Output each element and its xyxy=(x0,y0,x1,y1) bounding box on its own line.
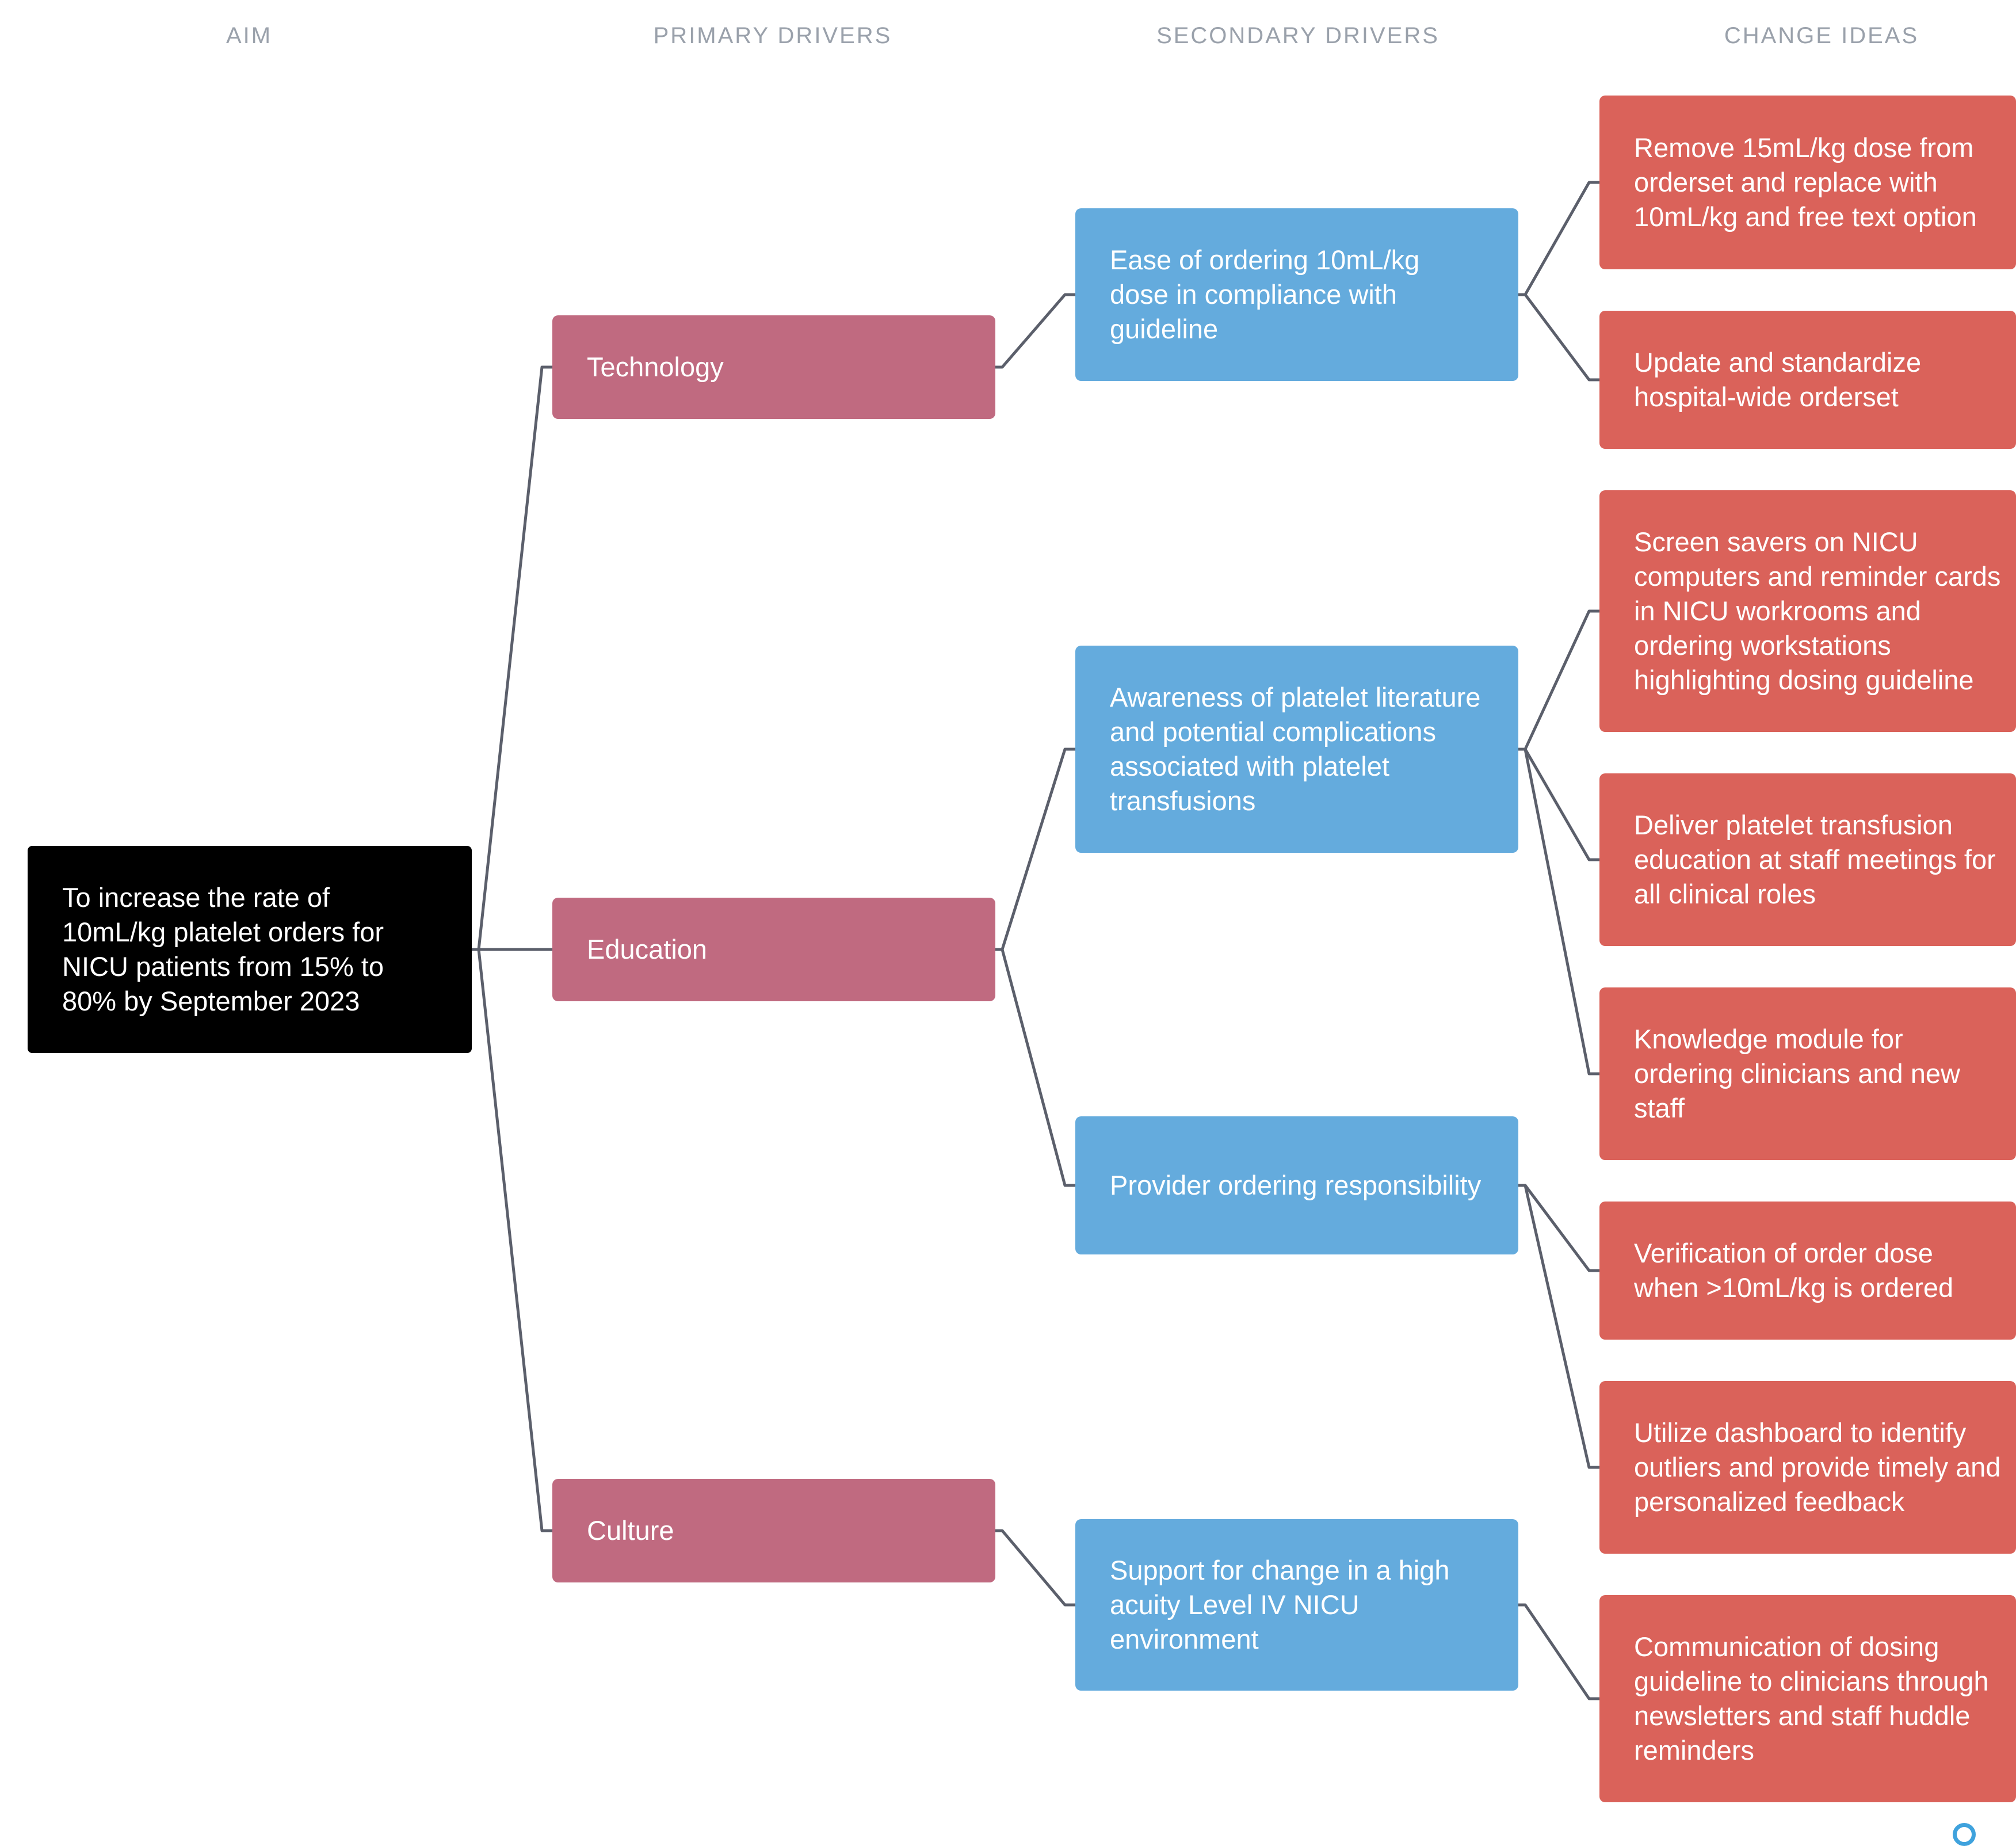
change-idea-screen-savers[interactable]: Screen savers on NICU computers and remi… xyxy=(1599,490,2016,732)
connector-aim-to-primary xyxy=(472,948,552,1532)
primary-driver-education[interactable]: Education xyxy=(552,898,995,1001)
change-idea-label: Verification of order dose when >10mL/kg… xyxy=(1634,1238,1954,1303)
header-primary-drivers: PRIMARY DRIVERS xyxy=(653,23,892,48)
secondary-driver-support-for-change[interactable]: Support for change in a high acuity Leve… xyxy=(1075,1519,1518,1691)
connector-aim-to-primary xyxy=(472,365,552,951)
change-idea-label: Remove 15mL/kg dose from orderset and re… xyxy=(1634,132,1977,232)
primary-driver-label: Education xyxy=(587,934,708,964)
change-idea-standardize-orderset[interactable]: Update and standardize hospital-wide ord… xyxy=(1599,311,2016,449)
secondary-driver-label: Awareness of platelet literature and pot… xyxy=(1110,682,1481,816)
secondary-driver-awareness[interactable]: Awareness of platelet literature and pot… xyxy=(1075,646,1518,853)
change-idea-label: Communication of dosing guideline to cli… xyxy=(1634,1631,1989,1765)
connector-secondary-to-change xyxy=(1518,293,1599,382)
secondary-driver-label: Support for change in a high acuity Leve… xyxy=(1110,1555,1450,1654)
change-idea-staff-meeting-education[interactable]: Deliver platelet transfusion education a… xyxy=(1599,773,2016,946)
aim-box[interactable]: To increase the rate of 10mL/kg platelet… xyxy=(28,846,472,1053)
change-idea-remove-15ml-dose[interactable]: Remove 15mL/kg dose from orderset and re… xyxy=(1599,96,2016,269)
connector-primary-to-secondary xyxy=(995,948,1075,1187)
change-idea-label: Deliver platelet transfusion education a… xyxy=(1634,810,1996,909)
secondary-driver-label: Provider ordering responsibility xyxy=(1110,1170,1482,1200)
header-change-ideas: CHANGE IDEAS xyxy=(1724,23,1919,48)
secondary-driver-provider-responsibility[interactable]: Provider ordering responsibility xyxy=(1075,1116,1518,1254)
change-idea-verification-of-dose[interactable]: Verification of order dose when >10mL/kg… xyxy=(1599,1202,2016,1340)
connector-secondary-to-change xyxy=(1518,181,1599,296)
connector-secondary-to-change xyxy=(1518,609,1599,751)
secondary-driver-ease-of-ordering[interactable]: Ease of ordering 10mL/kg dose in complia… xyxy=(1075,208,1518,381)
help-icon[interactable] xyxy=(1953,1823,1976,1846)
connector-primary-to-secondary xyxy=(995,1529,1075,1607)
connector-primary-to-secondary xyxy=(995,293,1075,369)
primary-driver-technology[interactable]: Technology xyxy=(552,315,995,419)
change-idea-dashboard-feedback[interactable]: Utilize dashboard to identify outliers a… xyxy=(1599,1381,2016,1554)
change-idea-communication[interactable]: Communication of dosing guideline to cli… xyxy=(1599,1595,2016,1802)
primary-driver-label: Culture xyxy=(587,1515,674,1546)
change-idea-knowledge-module[interactable]: Knowledge module for ordering clinicians… xyxy=(1599,987,2016,1160)
change-idea-label: Screen savers on NICU computers and remi… xyxy=(1634,527,2001,695)
secondary-driver-label: Ease of ordering 10mL/kg dose in complia… xyxy=(1110,245,1420,344)
connector-secondary-to-change xyxy=(1518,1603,1599,1700)
change-idea-label: Utilize dashboard to identify outliers a… xyxy=(1634,1417,2001,1517)
connector-secondary-to-change xyxy=(1518,1184,1599,1469)
connector-primary-to-secondary xyxy=(995,747,1075,951)
change-idea-label: Knowledge module for ordering clinicians… xyxy=(1634,1024,1960,1123)
header-secondary-drivers: SECONDARY DRIVERS xyxy=(1156,23,1440,48)
header-aim: AIM xyxy=(226,23,273,48)
primary-driver-label: Technology xyxy=(587,352,724,382)
primary-driver-culture[interactable]: Culture xyxy=(552,1479,995,1582)
connector-secondary-to-change xyxy=(1518,747,1599,1075)
connector-secondary-to-change xyxy=(1518,747,1599,861)
connector-secondary-to-change xyxy=(1518,1184,1599,1272)
aim-text: To increase the rate of 10mL/kg platelet… xyxy=(62,882,384,1016)
change-idea-label: Update and standardize hospital-wide ord… xyxy=(1634,347,1922,412)
